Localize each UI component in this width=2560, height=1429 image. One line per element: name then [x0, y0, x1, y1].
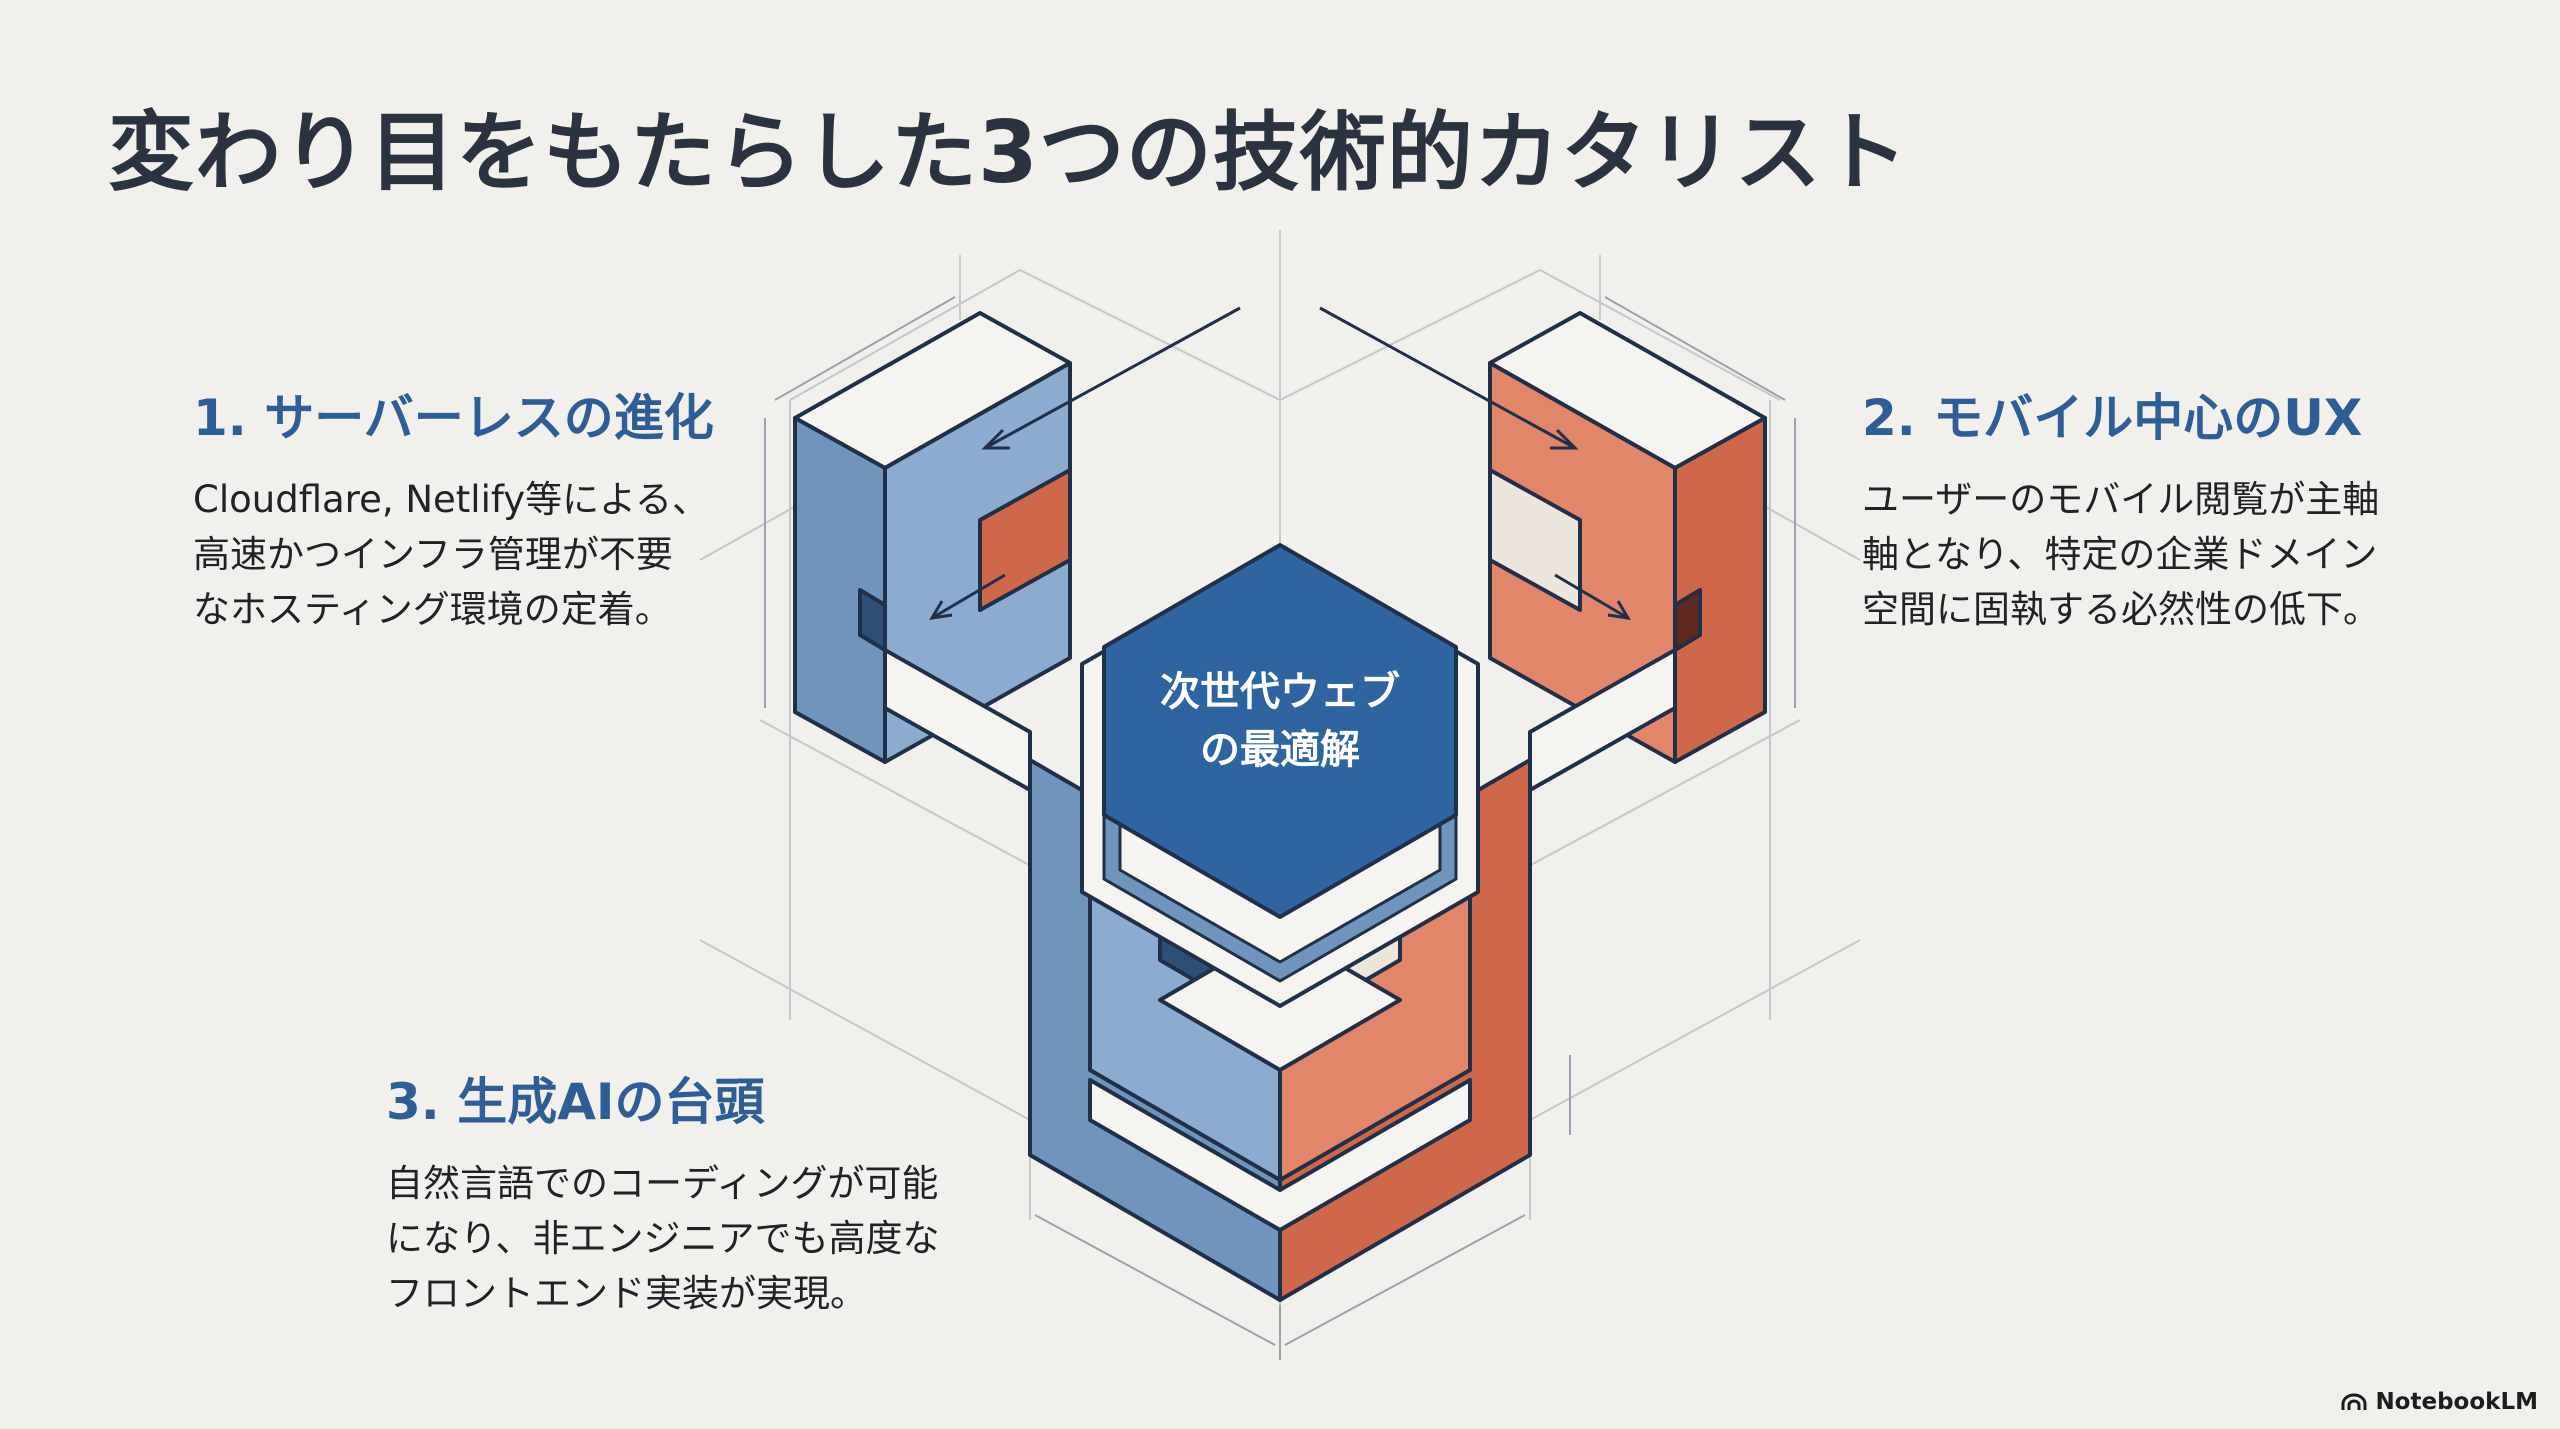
dimension-arrows: [929, 306, 1631, 620]
description-line: 空間に固執する必然性の低下。: [1862, 588, 2380, 631]
catalyst-description: Cloudflare, Netlify等による、 高速かつインフラ管理が不要 な…: [193, 472, 714, 637]
right-arm-block: [1488, 311, 1767, 792]
description-line: 軸となり、特定の企業ドメイン: [1862, 533, 2378, 576]
catalyst-description: ユーザーのモバイル閲覧が主軸 軸となり、特定の企業ドメイン 空間に固執する必然性…: [1862, 472, 2380, 637]
left-arm-block: [793, 311, 1072, 792]
measure-lines: [764, 296, 1796, 1360]
description-line: 高速かつインフラ管理が不要: [193, 533, 673, 576]
catalyst-mobile-ux: 2. モバイル中心のUX ユーザーのモバイル閲覧が主軸 軸となり、特定の企業ドメ…: [1862, 378, 2380, 637]
description-line: なホスティング環境の定着。: [193, 588, 672, 631]
description-line: Cloudflare, Netlify等による、: [193, 478, 710, 521]
notebooklm-icon: [2341, 1393, 2367, 1410]
catalyst-heading: 3. 生成AIの台頭: [386, 1073, 765, 1131]
hub-label-line1: 次世代ウェブ: [1160, 669, 1400, 715]
catalyst-description: 自然言語でのコーディングが可能 になり、非エンジニアでも高度な フロントエンド実…: [386, 1156, 940, 1321]
badge-label: NotebookLM: [2375, 1389, 2538, 1415]
catalyst-serverless: 1. サーバーレスの進化 Cloudflare, Netlify等による、 高速…: [193, 378, 714, 637]
hub-label-line2: の最適解: [1200, 727, 1360, 773]
slide-title: 変わり目をもたらした3つの技術的カタリスト: [108, 103, 1909, 203]
description-line: フロントエンド実装が実現。: [386, 1272, 867, 1315]
description-line: になり、非エンジニアでも高度な: [386, 1217, 940, 1260]
catalyst-generative-ai: 3. 生成AIの台頭 自然言語でのコーディングが可能 になり、非エンジニアでも高…: [386, 1062, 940, 1321]
notebooklm-badge: NotebookLM: [2341, 1389, 2538, 1415]
description-line: ユーザーのモバイル閲覧が主軸: [1862, 478, 2380, 521]
catalyst-heading: 1. サーバーレスの進化: [193, 389, 714, 447]
description-line: 自然言語でのコーディングが可能: [386, 1162, 939, 1205]
catalyst-heading: 2. モバイル中心のUX: [1862, 389, 2363, 447]
central-hub: 次世代ウェブ の最適解: [1080, 543, 1480, 1008]
